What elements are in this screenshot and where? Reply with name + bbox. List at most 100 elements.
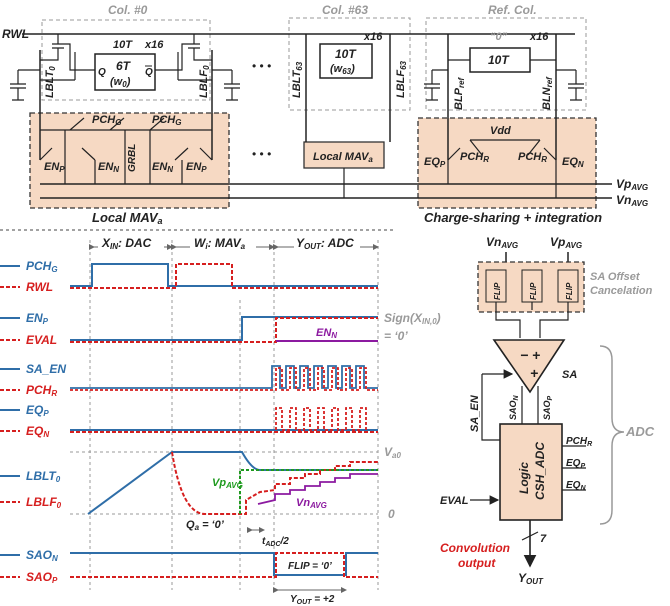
flip-1-label: FLIP <box>493 282 502 300</box>
col63-box <box>288 17 411 111</box>
saon-adc-label: SAON <box>508 394 520 420</box>
blpref-label: BLPref <box>453 76 466 110</box>
cell10t-col0: 10T <box>113 39 133 51</box>
offset-label-2: Cancelation <box>590 285 653 297</box>
qbar-label: Q <box>145 67 153 78</box>
bus-width-label: 7 <box>540 533 547 545</box>
saop-signal-label: SAOP <box>26 570 58 585</box>
refcol-box <box>425 17 587 111</box>
eqp-label: EQP <box>424 156 446 169</box>
vnavg-adc-label: VnAVG <box>486 235 518 250</box>
x16-col0: x16 <box>144 39 164 51</box>
zero-label: “0” <box>490 31 508 43</box>
dots-2: • • • <box>252 147 271 161</box>
eqn-signal-label: EQN <box>26 424 49 439</box>
phase-dac: XIN: DAC <box>101 236 152 251</box>
pchg-label-1: PCHG <box>92 114 121 127</box>
va0-label: Va0 <box>384 445 401 460</box>
grbl-label: GRBL <box>127 144 138 172</box>
sign-label: Sign(XIN,0) <box>384 311 441 326</box>
pchr-label-1: PCHR <box>460 151 489 164</box>
pchg-signal-label: PCHG <box>26 259 58 274</box>
col63-title: Col. #63 <box>322 3 368 17</box>
phase-mav: Wi: MAVa <box>194 236 246 251</box>
blnref-label: BLNref <box>541 76 554 110</box>
cell6t-label: 6T <box>116 59 132 73</box>
vpavg-timing-label: VpAVG <box>212 477 243 490</box>
lblt63-label: LBLT63 <box>291 61 304 98</box>
w63-label: (w63) <box>330 63 355 76</box>
eqp-signal-label: EQP <box>26 403 49 418</box>
enp-label-2: ENP <box>186 161 207 174</box>
sa-plus-2: + <box>530 365 538 381</box>
enp-signal-label: ENP <box>26 311 49 326</box>
vnavg-timing-label: VnAVG <box>296 497 327 510</box>
cell10t-ref: 10T <box>488 53 510 67</box>
timing-diagram: XIN: DAC Wi: MAVa YOUT: ADC PCHG RWL ENP… <box>0 229 441 606</box>
lblt0-label: LBLT0 <box>44 66 57 98</box>
local-mav-caption: Local MAVa <box>92 210 163 226</box>
zero-level-label: 0 <box>388 507 395 521</box>
pchr-signal-label: PCHR <box>26 383 57 398</box>
tadc-label: tADC/2 <box>262 536 289 548</box>
vpavg-adc-label: VpAVG <box>550 235 582 250</box>
cell10t-col63: 10T <box>335 47 357 61</box>
col0-title: Col. #0 <box>108 3 148 17</box>
array-schematic: RWL Col. #0 Col. #63 Ref. Col. 10T x16 6… <box>2 3 648 226</box>
saen-adc-label: SA_EN <box>469 394 481 432</box>
sa-plus: + <box>532 347 540 363</box>
vdd-label: Vdd <box>490 125 511 137</box>
csh-adc-label: CSH_ADC <box>533 442 547 500</box>
lblf63-label: LBLF63 <box>395 60 408 98</box>
dots-1: • • • <box>252 59 271 73</box>
vnavg-label-top: VnAVG <box>616 193 648 208</box>
pchg-label-2: PCHG <box>152 114 181 127</box>
offset-label-1: SA Offset <box>590 271 641 283</box>
x16-ref: x16 <box>529 31 549 43</box>
rwl-label: RWL <box>2 27 29 41</box>
w0-label: (w0) <box>110 76 131 89</box>
eqn-adc-label: EQN <box>566 480 586 492</box>
conv-output-1: Convolution <box>440 541 510 555</box>
sa-minus: − <box>520 347 528 363</box>
saon-signal-label: SAON <box>26 548 58 563</box>
adc-block: VnAVG VpAVG FLIP FLIP FLIP SA Offset Can… <box>440 235 655 586</box>
cell10t-col63-box <box>319 43 373 79</box>
cell6t-box <box>94 53 156 91</box>
sense-amp <box>492 339 566 394</box>
charge-sharing-caption: Charge-sharing + integration <box>424 210 602 225</box>
vpavg-label-top: VpAVG <box>616 177 648 192</box>
lblf0-label: LBLF0 <box>198 65 211 98</box>
eval-adc-label: EVAL <box>440 495 469 507</box>
yout-adc-label: YOUT <box>518 571 544 586</box>
flip-2-label: FLIP <box>529 282 538 300</box>
phase-adc: YOUT: ADC <box>296 236 354 251</box>
enn-signal-label: ENN <box>316 327 337 340</box>
sa-label: SA <box>562 369 577 381</box>
eqp-adc-label: EQP <box>566 458 585 470</box>
eval-signal-label: EVAL <box>26 333 57 347</box>
saen-signal-label: SA_EN <box>26 362 66 376</box>
local-mav-col63-label: Local MAVa <box>313 151 373 164</box>
lblt0-signal-label: LBLT0 <box>26 469 61 484</box>
qa-label: Qa = ‘0’ <box>186 519 225 532</box>
refcol-title: Ref. Col. <box>488 3 537 17</box>
flip-label: FLIP = ‘0’ <box>288 561 332 572</box>
enn-label-1: ENN <box>98 161 119 174</box>
csh-adc-logic <box>499 423 563 521</box>
lblf0-signal-label: LBLF0 <box>26 495 62 510</box>
local-mav-box-col0 <box>29 112 230 209</box>
enn-label-2: ENN <box>152 161 173 174</box>
yout-timing-label: YOUT = +2 <box>290 594 335 606</box>
q-label: Q <box>98 67 106 78</box>
eqn-label: EQN <box>562 156 584 169</box>
x16-col63: x16 <box>363 31 383 43</box>
saop-adc-label: SAOP <box>542 395 554 420</box>
conv-output-2: output <box>458 556 496 570</box>
logic-label: Logic <box>517 462 531 494</box>
pchr-label-2: PCHR <box>518 151 547 164</box>
flip-3-label: FLIP <box>565 282 574 300</box>
rwl-signal-label: RWL <box>26 280 53 294</box>
local-mav-box-col63 <box>303 141 385 169</box>
